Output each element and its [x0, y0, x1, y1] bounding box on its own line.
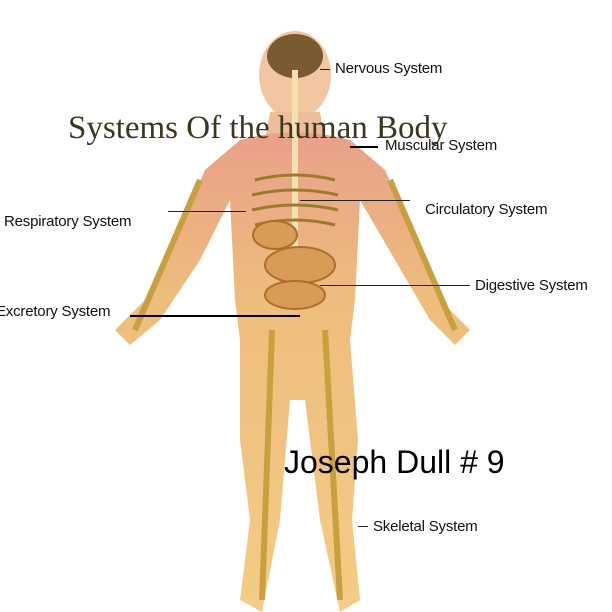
label-excretory-system: Excretory System [0, 303, 111, 320]
intestines [252, 220, 336, 310]
label-digestive-system: Digestive System [475, 277, 588, 294]
slide-title: Systems Of the human Body [68, 110, 448, 146]
ribcage [251, 173, 339, 227]
label-skeletal-system: Skeletal System [373, 518, 478, 535]
label-circulatory-system: Circulatory System [425, 201, 548, 218]
label-muscular-system: Muscular System [385, 137, 498, 154]
author-name: Joseph Dull # 9 [284, 444, 505, 480]
body-silhouette [115, 31, 470, 612]
leg-bones [132, 178, 458, 601]
label-respiratory-system: Respiratory System [4, 213, 132, 230]
label-nervous-system: Nervous System [335, 60, 443, 77]
